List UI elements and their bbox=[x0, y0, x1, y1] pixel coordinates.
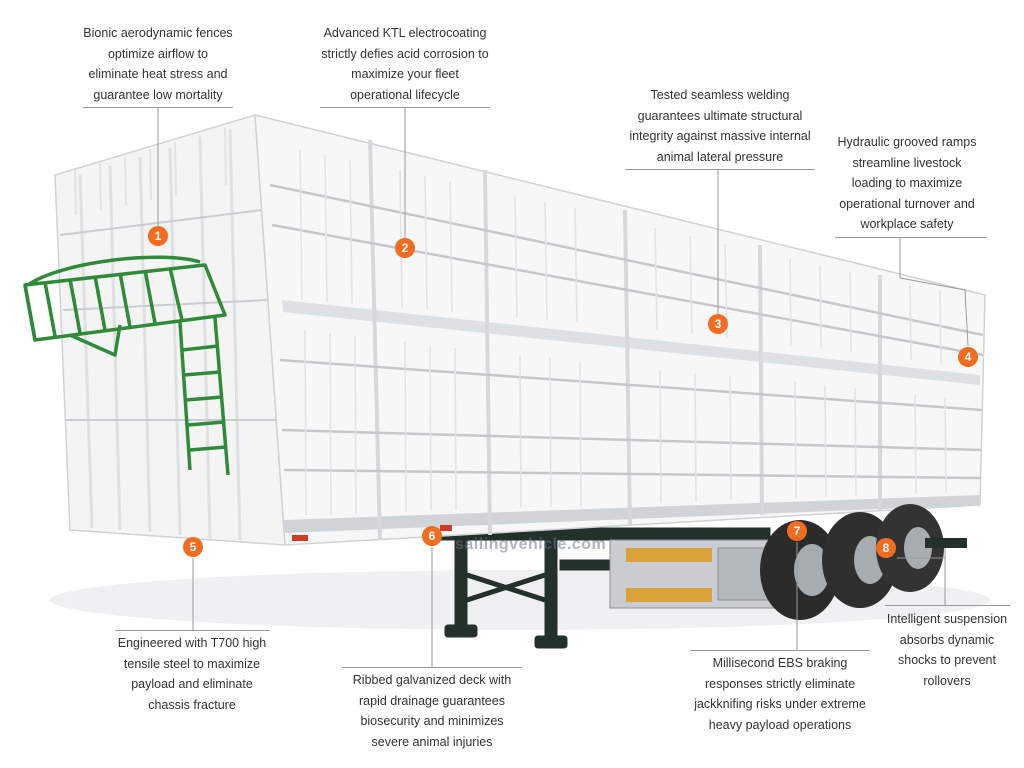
wheel-set bbox=[760, 504, 944, 620]
callout-2: Advanced KTL electrocoating strictly def… bbox=[290, 23, 520, 105]
callout-2-line: maximize your fleet bbox=[351, 67, 459, 81]
callout-5-line: payload and eliminate bbox=[131, 677, 253, 691]
callout-3-line: integrity against massive internal bbox=[629, 129, 811, 143]
callout-4-line: operational turnover and bbox=[839, 196, 975, 211]
callout-7-line: Millisecond EBS braking bbox=[712, 656, 848, 670]
callout-3: Tested seamless welding guarantees ultim… bbox=[605, 85, 835, 167]
callout-1-rule bbox=[83, 107, 233, 108]
callout-7-line: jackknifing risks under extreme bbox=[694, 697, 866, 711]
callout-4-line: streamline livestock bbox=[852, 155, 962, 170]
trailer-body bbox=[54, 114, 986, 546]
marker-2: 2 bbox=[395, 238, 415, 258]
marker-5: 5 bbox=[183, 537, 203, 557]
callout-8-line: shocks to prevent bbox=[898, 653, 996, 667]
callout-1-line: Bionic aerodynamic fences bbox=[83, 26, 233, 40]
marker-8: 8 bbox=[876, 538, 896, 558]
callout-3-line: guarantees ultimate structural bbox=[637, 108, 803, 123]
callout-6-line: rapid drainage guarantees bbox=[359, 693, 505, 708]
callout-2-line: operational lifecycle bbox=[350, 87, 460, 102]
callout-5-line: tensile steel to maximize bbox=[123, 656, 261, 671]
callout-2-rule bbox=[320, 107, 490, 108]
leader-lines bbox=[157, 108, 969, 667]
callout-7-line: heavy payload operations bbox=[708, 717, 852, 732]
callout-8-line: absorbs dynamic bbox=[899, 632, 995, 647]
callout-1-line: optimize airflow to bbox=[107, 46, 209, 61]
callout-6-line: severe animal injuries bbox=[371, 734, 493, 749]
callout-6-rule bbox=[342, 667, 522, 668]
callout-7-line: responses strictly eliminate bbox=[704, 676, 856, 691]
watermark: sailingvehicle.com bbox=[455, 536, 607, 553]
callout-3-rule bbox=[625, 169, 815, 170]
access-ladder bbox=[23, 255, 230, 476]
callout-7: Millisecond EBS braking responses strict… bbox=[665, 653, 895, 735]
callout-5-line: chassis fracture bbox=[148, 697, 236, 712]
marker-1: 1 bbox=[148, 226, 168, 246]
callout-7-rule bbox=[690, 650, 870, 651]
callout-5-rule bbox=[115, 630, 270, 631]
callout-3-line: Tested seamless welding bbox=[650, 88, 790, 102]
callout-5: Engineered with T700 high tensile steel … bbox=[92, 633, 292, 715]
callout-6-line: biosecurity and minimizes bbox=[360, 714, 504, 728]
callout-6-line: Ribbed galvanized deck with bbox=[352, 673, 512, 687]
marker-4: 4 bbox=[958, 347, 978, 367]
callout-1-line: guarantee low mortality bbox=[93, 87, 223, 102]
callout-4: Hydraulic grooved ramps streamline lives… bbox=[812, 132, 1002, 235]
callout-4-line: loading to maximize bbox=[851, 176, 963, 190]
callout-4-line: workplace safety bbox=[860, 217, 954, 231]
callout-3-line: animal lateral pressure bbox=[656, 149, 784, 164]
marker-7: 7 bbox=[787, 521, 807, 541]
callout-8-line: Intelligent suspension bbox=[886, 612, 1008, 626]
callout-8: Intelligent suspension absorbs dynamic s… bbox=[872, 609, 1022, 691]
callout-8-rule bbox=[885, 605, 1010, 606]
callout-4-rule bbox=[835, 237, 987, 238]
callout-1: Bionic aerodynamic fences optimize airfl… bbox=[58, 23, 258, 105]
marker-3: 3 bbox=[708, 314, 728, 334]
callout-2-line: Advanced KTL electrocoating bbox=[323, 26, 487, 40]
rear-bumper bbox=[925, 538, 967, 548]
callout-8-line: rollovers bbox=[923, 673, 971, 688]
callout-5-line: Engineered with T700 high bbox=[117, 636, 267, 650]
marker-6: 6 bbox=[422, 526, 442, 546]
callout-2-line: strictly defies acid corrosion to bbox=[321, 46, 489, 61]
callout-6: Ribbed galvanized deck with rapid draina… bbox=[322, 670, 542, 752]
callout-1-line: eliminate heat stress and bbox=[88, 67, 228, 81]
callout-4-line: Hydraulic grooved ramps bbox=[837, 135, 977, 149]
